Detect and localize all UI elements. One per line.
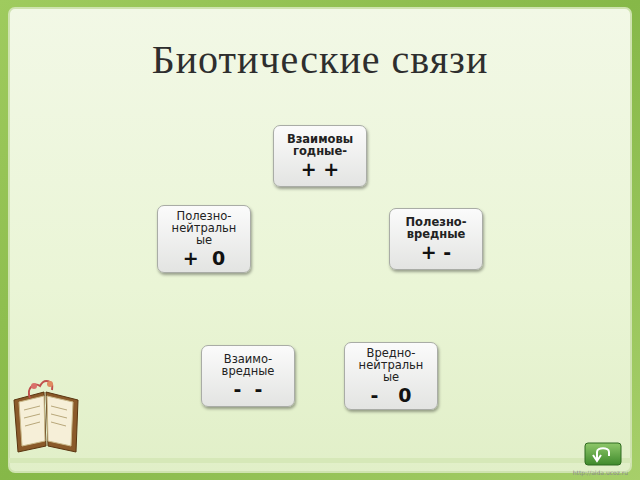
relation-box: Вредно- нейтральн ые- 0	[344, 342, 438, 410]
relation-name: Полезно- нейтральн ые	[172, 210, 237, 246]
relation-sign: + -	[421, 242, 451, 262]
return-button	[585, 443, 621, 465]
relation-sign: - -	[233, 379, 262, 399]
relation-box: Полезно- нейтральн ые+ 0	[157, 205, 251, 273]
relation-sign: - 0	[371, 385, 412, 405]
bottom-band	[9, 458, 631, 463]
relation-name: Взаимовы годные-	[287, 133, 353, 157]
relation-sign: + 0	[183, 248, 225, 268]
relation-name: Взаимо- вредные	[222, 353, 275, 377]
relation-box: Взаимо- вредные- -	[201, 345, 295, 407]
relation-name: Полезно- вредные	[405, 216, 466, 240]
slide-title: Биотические связи	[0, 36, 640, 83]
book-icon	[14, 381, 78, 452]
relation-box: Взаимовы годные-+ +	[273, 125, 367, 187]
relation-box: Полезно- вредные+ -	[389, 208, 483, 270]
relation-name: Вредно- нейтральн ые	[359, 347, 424, 383]
watermark: http://aida.ucoz.ru	[573, 469, 628, 476]
relation-sign: + +	[301, 159, 339, 179]
